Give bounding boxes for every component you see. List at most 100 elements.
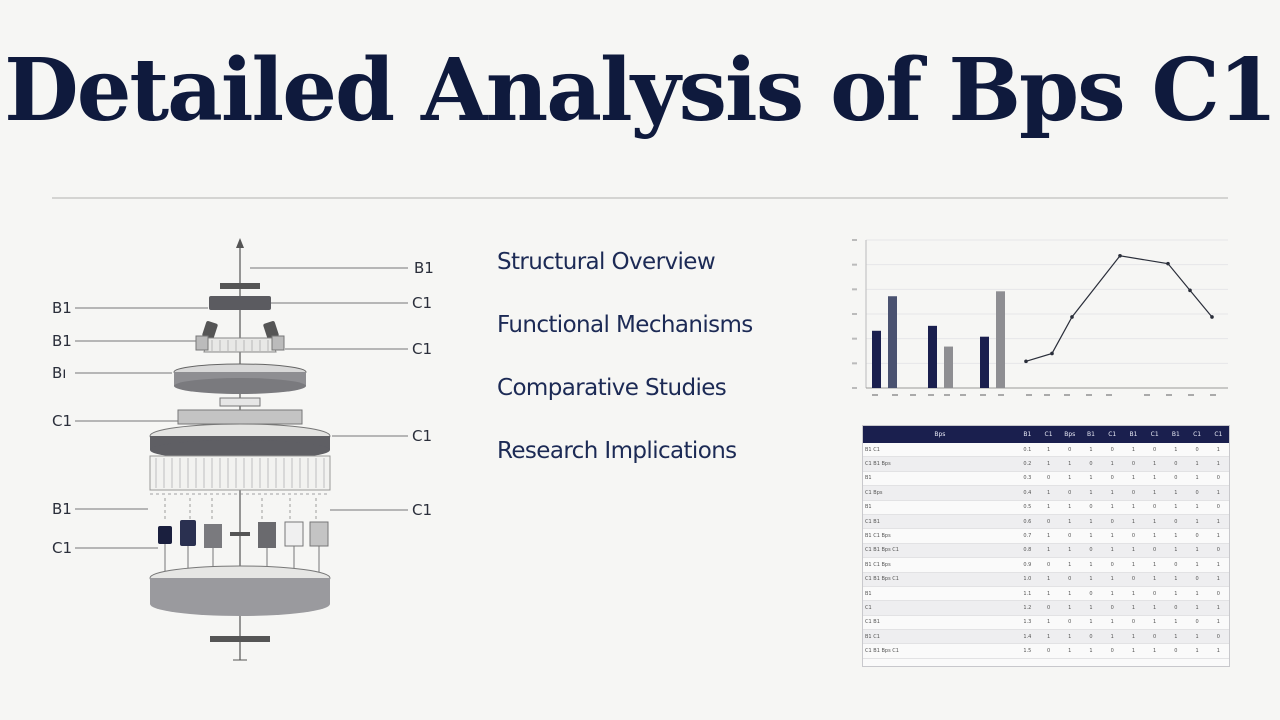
upper-fin-right (263, 321, 279, 339)
table-cell: 0 (1186, 485, 1208, 501)
line-point (1050, 351, 1054, 356)
section-research-implications[interactable]: Research Implications (497, 438, 737, 464)
table-cell: 1 (1080, 600, 1102, 616)
table-cell: 0.8 (1016, 543, 1038, 559)
table-cell: 1.1 (1016, 586, 1038, 602)
table-cell: 1 (1207, 572, 1229, 587)
table-cell: 1 (1165, 543, 1187, 559)
section-functional-mechanisms[interactable]: Functional Mechanisms (497, 312, 753, 338)
x-tick-mark (1086, 394, 1092, 396)
table-cell: 1 (1037, 485, 1060, 501)
summary-chart (852, 239, 1228, 396)
table-cell: 0 (1144, 629, 1166, 645)
table-cell: B1 (863, 586, 1017, 602)
x-tick-mark (960, 394, 966, 396)
table-cell: 0 (1144, 543, 1166, 559)
bar-series-2 (944, 346, 953, 388)
table-cell: 1 (1122, 514, 1145, 530)
table-cell: 1 (1186, 471, 1208, 487)
x-tick-mark (1188, 394, 1194, 396)
label-right-2: C1 (412, 294, 432, 312)
table-cell: 0.7 (1016, 528, 1038, 544)
label-right-5: C1 (412, 501, 432, 519)
table-cell: 1 (1144, 528, 1166, 544)
table-cell: C1 B1 Bps C1 (863, 643, 1017, 659)
table-cell: 1 (1059, 557, 1081, 573)
structure-diagram: B1 C1 C1 C1 C1 B1 B1 Bı C1 B1 C1 (52, 238, 434, 661)
page-title: Detailed Analysis of Bps C1 (4, 40, 1278, 141)
table-cell: 1 (1207, 615, 1229, 631)
table-cell: 1 (1037, 572, 1060, 587)
table-cell: 0 (1101, 600, 1123, 616)
table-cell: 1 (1122, 643, 1145, 659)
component-4 (230, 532, 250, 536)
y-tick-mark (852, 239, 857, 241)
table-cell: 0 (1080, 500, 1102, 515)
table-cell: 1 (1165, 500, 1187, 515)
table-cell: 1 (1101, 485, 1123, 501)
label-left-2: B1 (52, 332, 72, 350)
table-cell: 1 (1122, 471, 1145, 487)
table-cell: 0 (1207, 471, 1229, 487)
table-cell: 1 (1122, 543, 1145, 559)
table-cell: 0 (1122, 528, 1145, 544)
component-2 (180, 520, 196, 546)
x-tick-mark (998, 394, 1004, 396)
table-cell: 1 (1144, 600, 1166, 616)
table-cell: 0 (1080, 456, 1102, 472)
table-cell: 0 (1037, 643, 1060, 659)
table-header-cell: C1 (1207, 426, 1229, 443)
table-cell: B1 C1 (863, 443, 1017, 458)
table-cell: 0 (1122, 615, 1145, 631)
table-cell: 1 (1059, 471, 1081, 487)
table-header-cell: Bps (1059, 426, 1081, 443)
table-cell: 0.6 (1016, 514, 1038, 530)
middle-ring-slot (219, 397, 261, 407)
table-cell: 1 (1037, 586, 1060, 602)
table-cell: 1 (1037, 615, 1060, 631)
label-left-1: B1 (52, 299, 72, 317)
table-cell: 1 (1059, 543, 1081, 559)
section-list: Structural Overview Functional Mechanism… (497, 246, 753, 498)
table-cell: 0 (1122, 485, 1145, 501)
table-cell: 0 (1165, 471, 1187, 487)
section-structural-overview[interactable]: Structural Overview (497, 249, 716, 275)
table-cell: 0 (1186, 528, 1208, 544)
table-cell: 1 (1101, 500, 1123, 515)
x-tick-mark (910, 394, 916, 396)
table-cell: 0 (1101, 471, 1123, 487)
table-cell: 1 (1165, 528, 1187, 544)
table-cell: 1 (1165, 572, 1187, 587)
table-cell: 1 (1059, 643, 1081, 659)
x-tick-mark (1044, 394, 1050, 396)
table-cell: 0 (1207, 629, 1229, 645)
table-cell: 1 (1186, 557, 1208, 573)
table-cell: 1 (1207, 514, 1229, 530)
section-comparative-studies[interactable]: Comparative Studies (497, 375, 727, 401)
table-cell: 1.3 (1016, 615, 1038, 631)
table-cell: 1 (1186, 600, 1208, 616)
component-7 (309, 521, 329, 547)
axis-arrow (236, 238, 244, 248)
title-divider (52, 197, 1228, 199)
line-point (1210, 315, 1214, 319)
table-cell: 0 (1080, 543, 1102, 559)
x-tick-mark (1064, 394, 1070, 396)
label-right-4: C1 (412, 427, 432, 445)
label-left-5: B1 (52, 500, 72, 518)
table-cell: 1 (1101, 629, 1123, 645)
table-cell: 1.0 (1016, 572, 1038, 587)
y-tick-mark (852, 387, 857, 389)
table-header-cell: C1 (1144, 426, 1166, 443)
line-point (1070, 315, 1074, 319)
table-cell: 0 (1207, 543, 1229, 559)
